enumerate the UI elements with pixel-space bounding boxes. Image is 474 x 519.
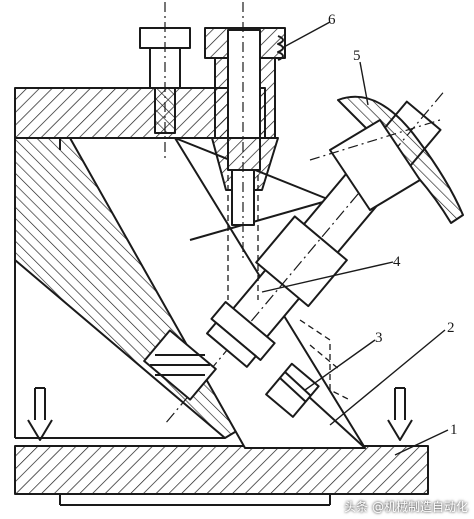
base-plate [14,445,429,506]
locating-screw [139,2,191,160]
hand-knob [309,95,464,224]
watermark: 头条 @机械制造自动化 [344,500,468,514]
callout-6: 6 [328,12,336,28]
callout-3: 3 [375,330,383,346]
pin [265,362,320,418]
callout-5: 5 [353,48,361,64]
down-arrow-icon [27,387,53,441]
hidden-outline [227,175,351,401]
down-arrow-icon [387,387,413,441]
callout-4: 4 [393,254,401,270]
callout-2: 2 [447,320,455,336]
callout-1: 1 [450,422,458,438]
drill-bushing [204,2,286,260]
leader-lines [261,21,449,456]
nut-stack [143,329,217,401]
